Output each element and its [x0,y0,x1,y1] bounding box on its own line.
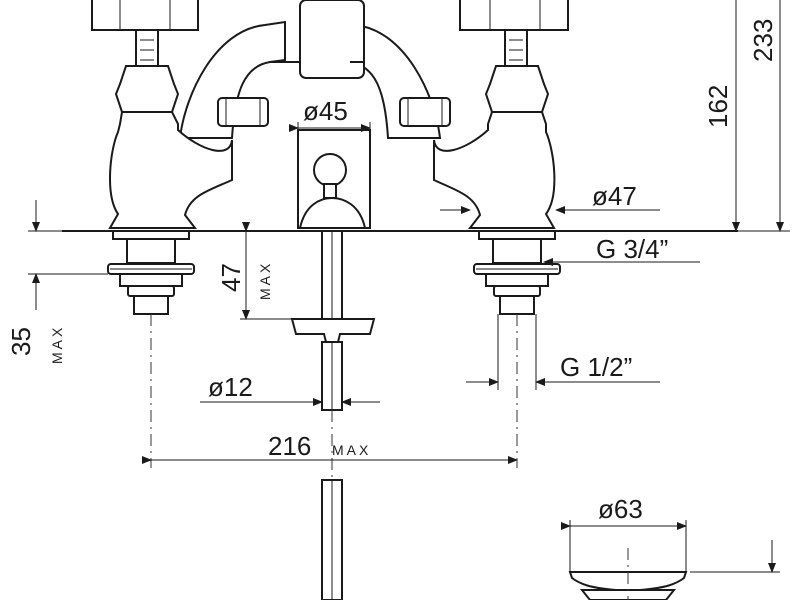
right-valve [433,0,569,229]
dim-47-max: MAX [257,261,273,300]
dim-g12: G 1/2” [560,352,632,382]
dim-o12: ø12 [208,372,253,402]
dim-47: 47 [216,263,246,292]
dim-216-max: MAX [332,442,371,458]
left-bridge-nut [217,97,269,127]
dim-216: 216 [268,431,311,461]
dim-233: 233 [748,19,778,62]
dim-162: 162 [703,85,733,128]
right-tail [473,230,561,315]
left-valve [91,0,233,229]
pop-up-lever [297,129,371,229]
dim-o47: ø47 [592,181,637,211]
dim-o45: ø45 [303,96,348,126]
dim-35-max: MAX [49,325,65,364]
dim-35: 35 [6,327,36,356]
left-tail [107,230,195,315]
center-rod [290,230,376,600]
right-bridge-nut [399,97,451,127]
dim-g34: G 3/4” [596,234,668,264]
dim-o63: ø63 [598,494,643,524]
